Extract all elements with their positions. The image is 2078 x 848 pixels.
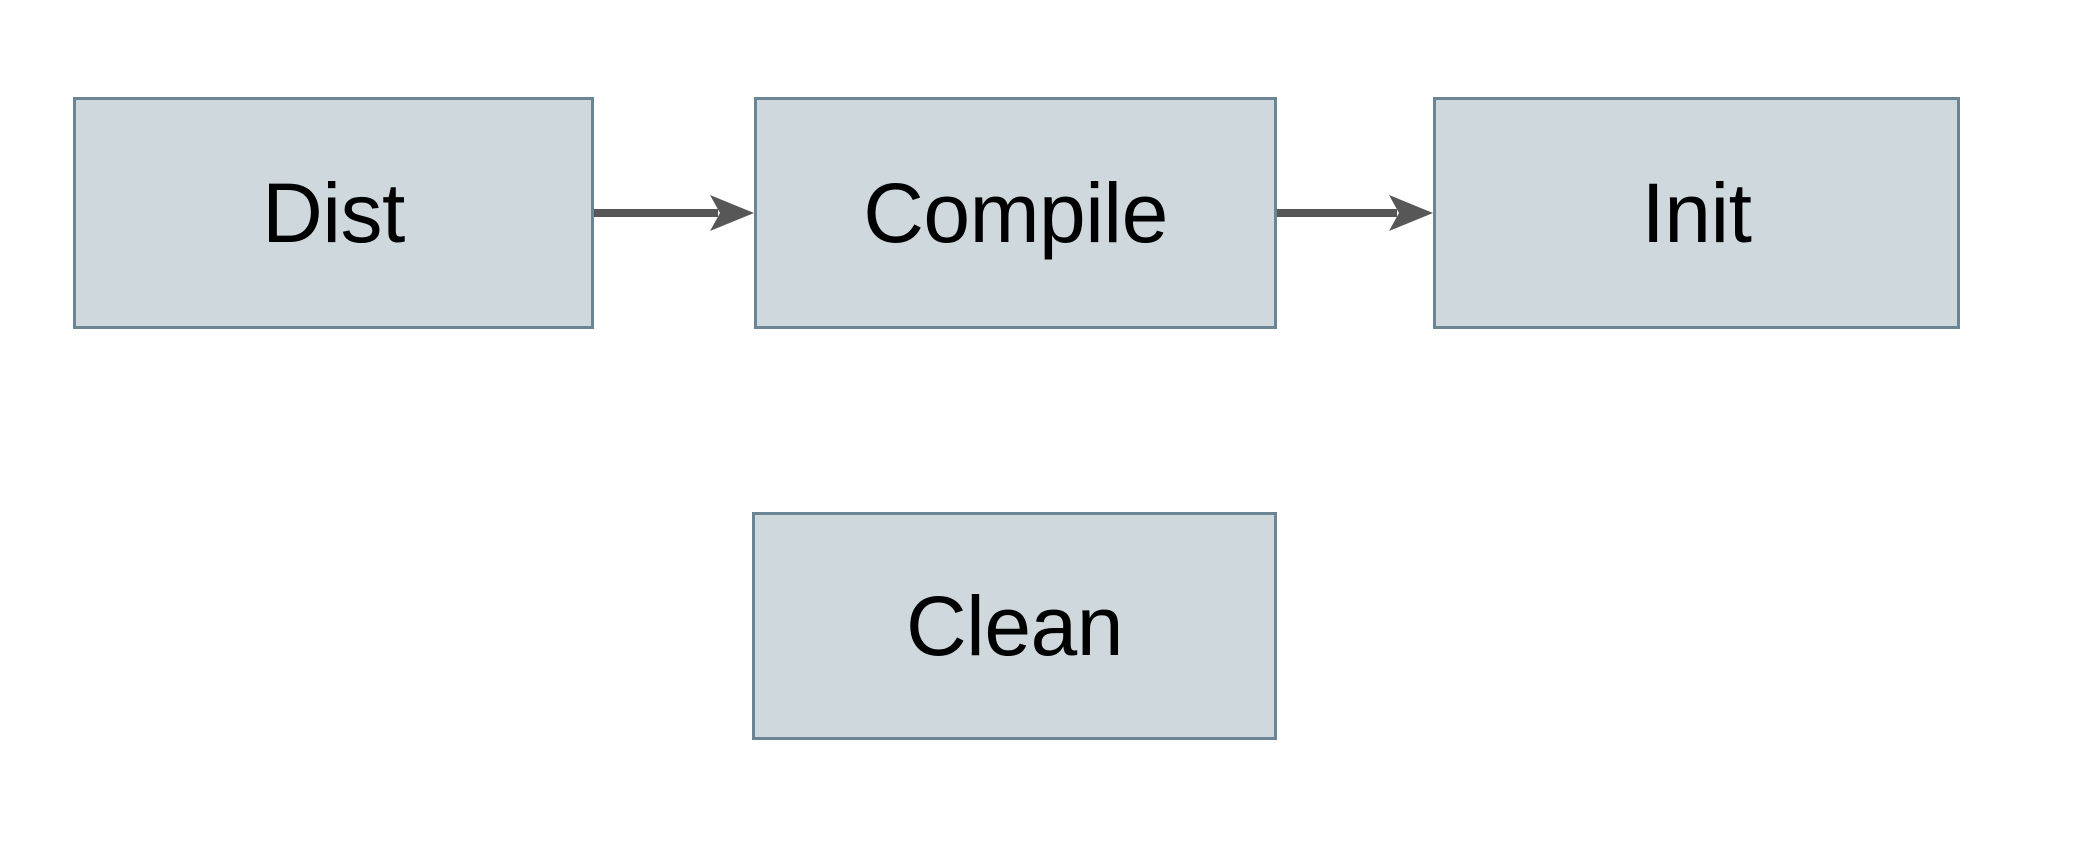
- arrowhead-icon: [710, 195, 754, 231]
- node-clean[interactable]: Clean: [752, 512, 1277, 740]
- node-init[interactable]: Init: [1433, 97, 1960, 329]
- edge-dist-to-compile[interactable]: [594, 195, 754, 231]
- node-dist[interactable]: Dist: [73, 97, 594, 329]
- arrowhead-icon: [1389, 195, 1433, 231]
- node-compile-label: Compile: [863, 166, 1168, 260]
- node-compile[interactable]: Compile: [754, 97, 1277, 329]
- node-dist-label: Dist: [262, 166, 405, 260]
- node-clean-label: Clean: [906, 579, 1123, 673]
- node-init-label: Init: [1641, 166, 1752, 260]
- edge-compile-to-init[interactable]: [1277, 195, 1433, 231]
